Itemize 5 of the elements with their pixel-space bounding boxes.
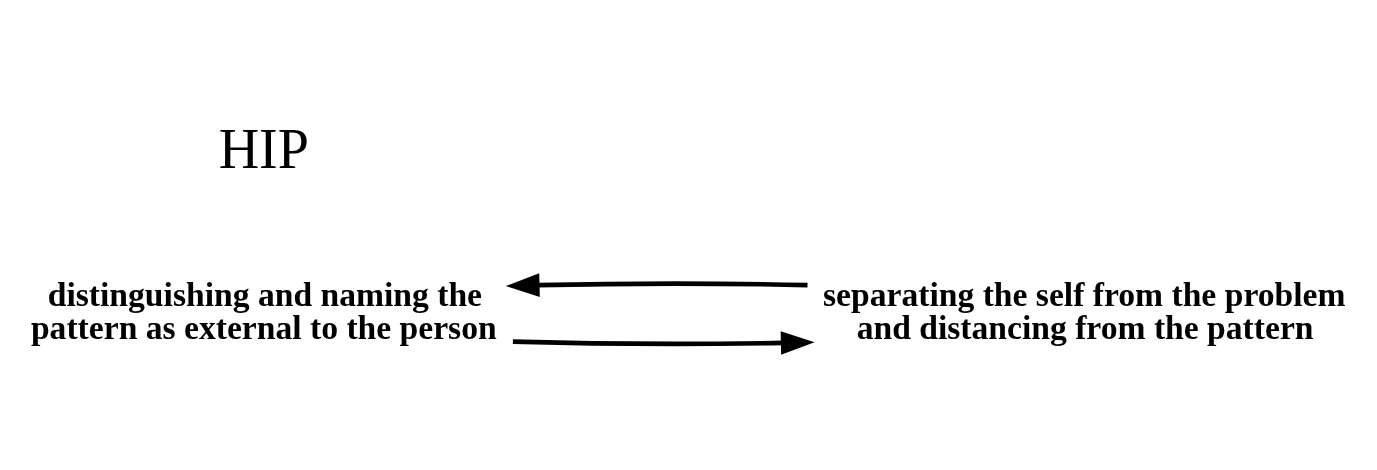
node-text: separating the self from the problem and distancing from the pattern <box>823 275 1346 346</box>
label: HIP <box>218 117 309 180</box>
arrow <box>512 330 815 355</box>
arrow <box>505 272 808 297</box>
node-text: distinguishing and naming the pattern as external to the person <box>30 275 497 346</box>
